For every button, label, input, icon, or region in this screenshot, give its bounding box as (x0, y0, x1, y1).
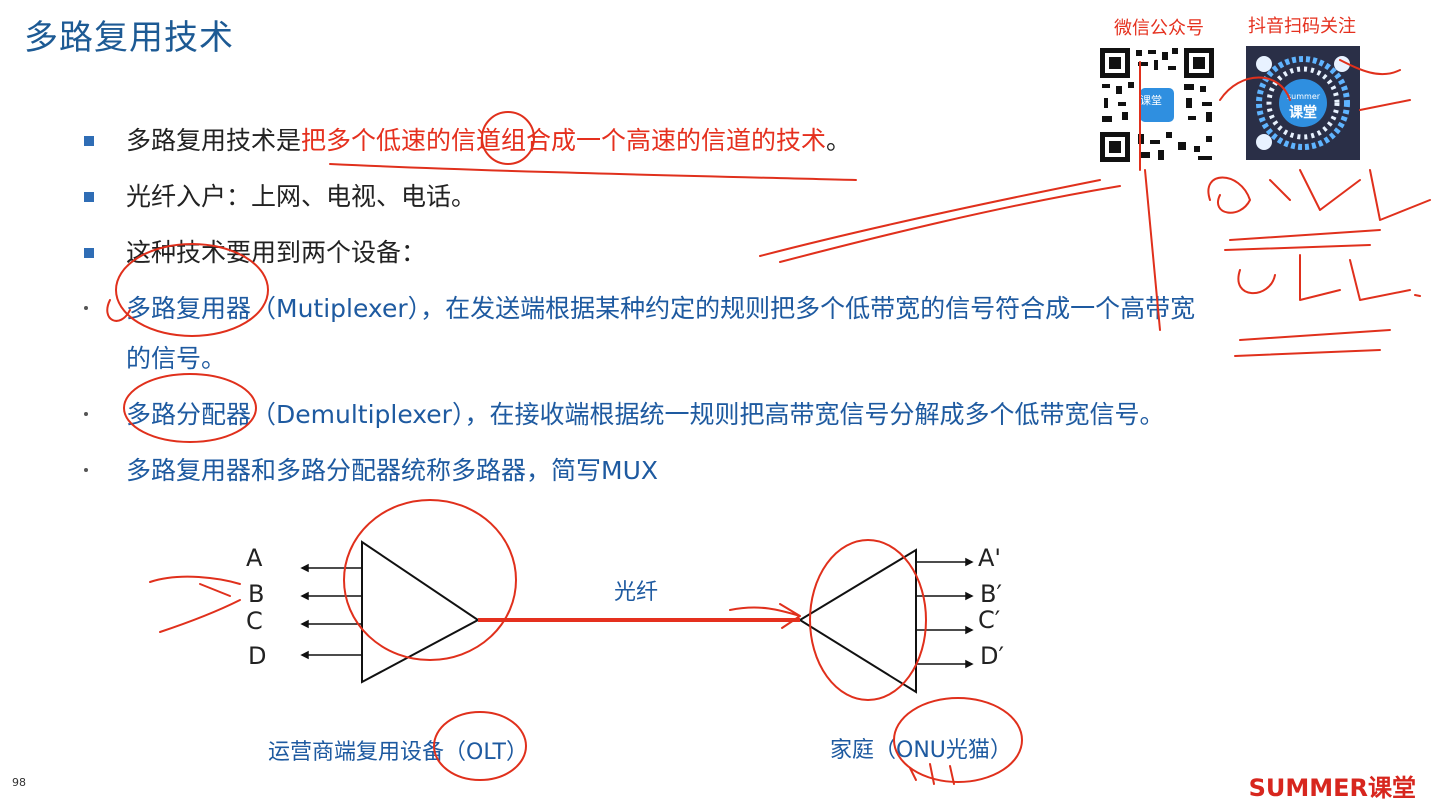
olt-caption: 运营商端复用设备（OLT） (268, 740, 528, 765)
bullet-suffix: 。 (826, 126, 852, 155)
annotation-circle-xindao (481, 111, 535, 165)
annotation-note-3 (1237, 254, 1421, 301)
square-bullet-icon (84, 136, 94, 146)
annotation-mark (106, 299, 131, 322)
dot-item-1-continued: 的信号。 (126, 344, 227, 373)
dot-item-text: 多路分配器（Demultiplexer），在接收端根据统一规则把高带宽信号分解成… (126, 400, 1165, 429)
annotation-vertical-line (1139, 61, 1161, 331)
annotation-circle-mux (115, 243, 269, 337)
annotation-stroke-1 (759, 179, 1121, 263)
demultiplexer-triangle (798, 548, 917, 694)
annotation-input-arrow (149, 575, 241, 633)
input-lines (300, 563, 362, 660)
bullet-text: 这种技术要用到两个设备： (126, 238, 427, 267)
page-title: 多路复用技术 (24, 18, 234, 58)
annotation-circle-olt-caption (433, 711, 527, 781)
bullet-highlight: 把多个低速的信道组合成一个高速的信道的技术 (301, 126, 827, 155)
annotation-underline-3 (1234, 329, 1391, 357)
multiplexer-triangle (361, 540, 480, 684)
annotation-circle-demux (123, 373, 257, 443)
douyin-qr-center-label: 课堂 (1289, 105, 1317, 121)
input-label-a: A (246, 544, 263, 572)
annotation-note-1 (1219, 59, 1411, 111)
dot-bullet-icon (84, 306, 88, 310)
annotation-scribble (909, 763, 955, 785)
square-bullet-icon (84, 192, 94, 202)
page-number: 98 (12, 776, 26, 789)
output-label-d: D′ (980, 642, 1004, 670)
square-bullet-icon (84, 248, 94, 258)
dot-bullet-icon (84, 468, 88, 472)
input-label-d: D (248, 642, 267, 670)
fiber-label: 光纤 (614, 580, 659, 605)
wechat-qr-code[interactable] (1098, 46, 1216, 164)
annotation-underline-1 (329, 163, 857, 181)
annotation-note-2 (1207, 169, 1431, 221)
bullet-prefix: 多路复用技术是 (126, 126, 302, 155)
douyin-qr-brand: summer (1287, 92, 1321, 101)
dot-bullet-icon (84, 412, 88, 416)
annotation-circle-onu (809, 539, 927, 701)
annotation-circle-onu-caption (893, 697, 1023, 783)
onu-caption: 家庭（ONU光猫） (830, 738, 1012, 763)
wechat-qr-center-label: 课堂 (1140, 94, 1162, 107)
output-label-a: A' (978, 544, 1002, 572)
output-label-b: B′ (980, 580, 1002, 608)
input-label-c: C (246, 607, 263, 635)
douyin-qr-code[interactable] (1246, 46, 1360, 160)
input-label-b: B (248, 580, 265, 608)
dot-item-text: 多路复用器和多路分配器统称多路器，简写MUX (126, 456, 658, 485)
annotation-arrow-fiber (729, 603, 801, 629)
output-label-c: C′ (978, 606, 1001, 634)
bullet-text: 光纤入户：上网、电视、电话。 (126, 182, 477, 211)
annotation-circle-olt (343, 499, 517, 661)
dot-item-text: 多路复用器（Mutiplexer），在发送端根据某种约定的规则把多个低带宽的信号… (126, 294, 1196, 323)
wechat-caption: 微信公众号 (1114, 18, 1204, 39)
douyin-caption: 抖音扫码关注 (1248, 16, 1356, 37)
annotation-underline-2 (1224, 229, 1381, 251)
